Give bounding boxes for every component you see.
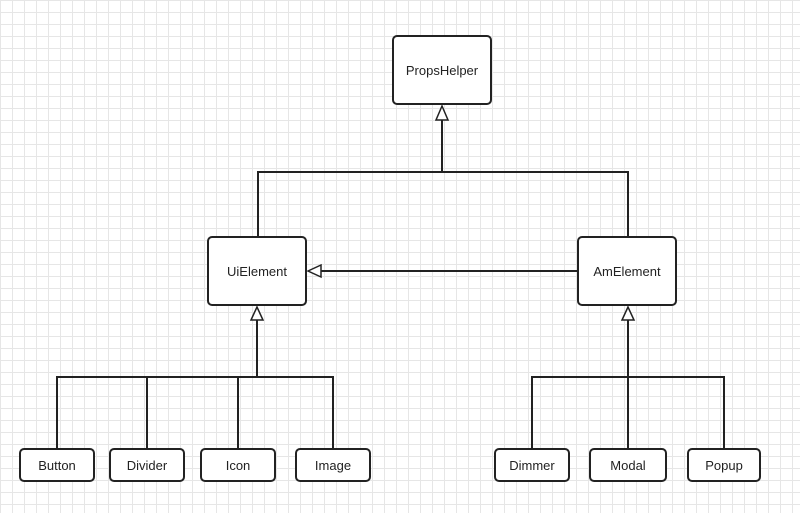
node-dimmer[interactable]: Dimmer	[494, 448, 570, 482]
node-label: AmElement	[593, 264, 661, 279]
node-label: Divider	[127, 458, 168, 473]
node-icon[interactable]: Icon	[200, 448, 276, 482]
node-amelement[interactable]: AmElement	[577, 236, 677, 306]
edge-uielement-to-propshelper	[257, 171, 629, 237]
node-label: Modal	[610, 458, 646, 473]
node-label: Popup	[705, 458, 743, 473]
node-label: Image	[315, 458, 351, 473]
node-label: PropsHelper	[406, 63, 479, 78]
node-label: Button	[38, 458, 76, 473]
node-uielement[interactable]: UiElement	[207, 236, 307, 306]
arrowhead-amelement-bottom	[620, 305, 636, 321]
node-divider[interactable]: Divider	[109, 448, 185, 482]
node-popup[interactable]: Popup	[687, 448, 761, 482]
arrowhead-propshelper	[434, 104, 450, 121]
arrowhead-uielement-left	[306, 263, 322, 279]
edges	[56, 104, 725, 449]
node-propshelper[interactable]: PropsHelper	[392, 35, 492, 105]
node-label: Dimmer	[509, 458, 555, 473]
edge-uielement-children-bus	[56, 376, 334, 449]
arrowhead-uielement-bottom	[249, 305, 265, 321]
node-button[interactable]: Button	[19, 448, 95, 482]
node-image[interactable]: Image	[295, 448, 371, 482]
node-modal[interactable]: Modal	[589, 448, 667, 482]
node-label: UiElement	[227, 264, 287, 279]
node-label: Icon	[226, 458, 251, 473]
